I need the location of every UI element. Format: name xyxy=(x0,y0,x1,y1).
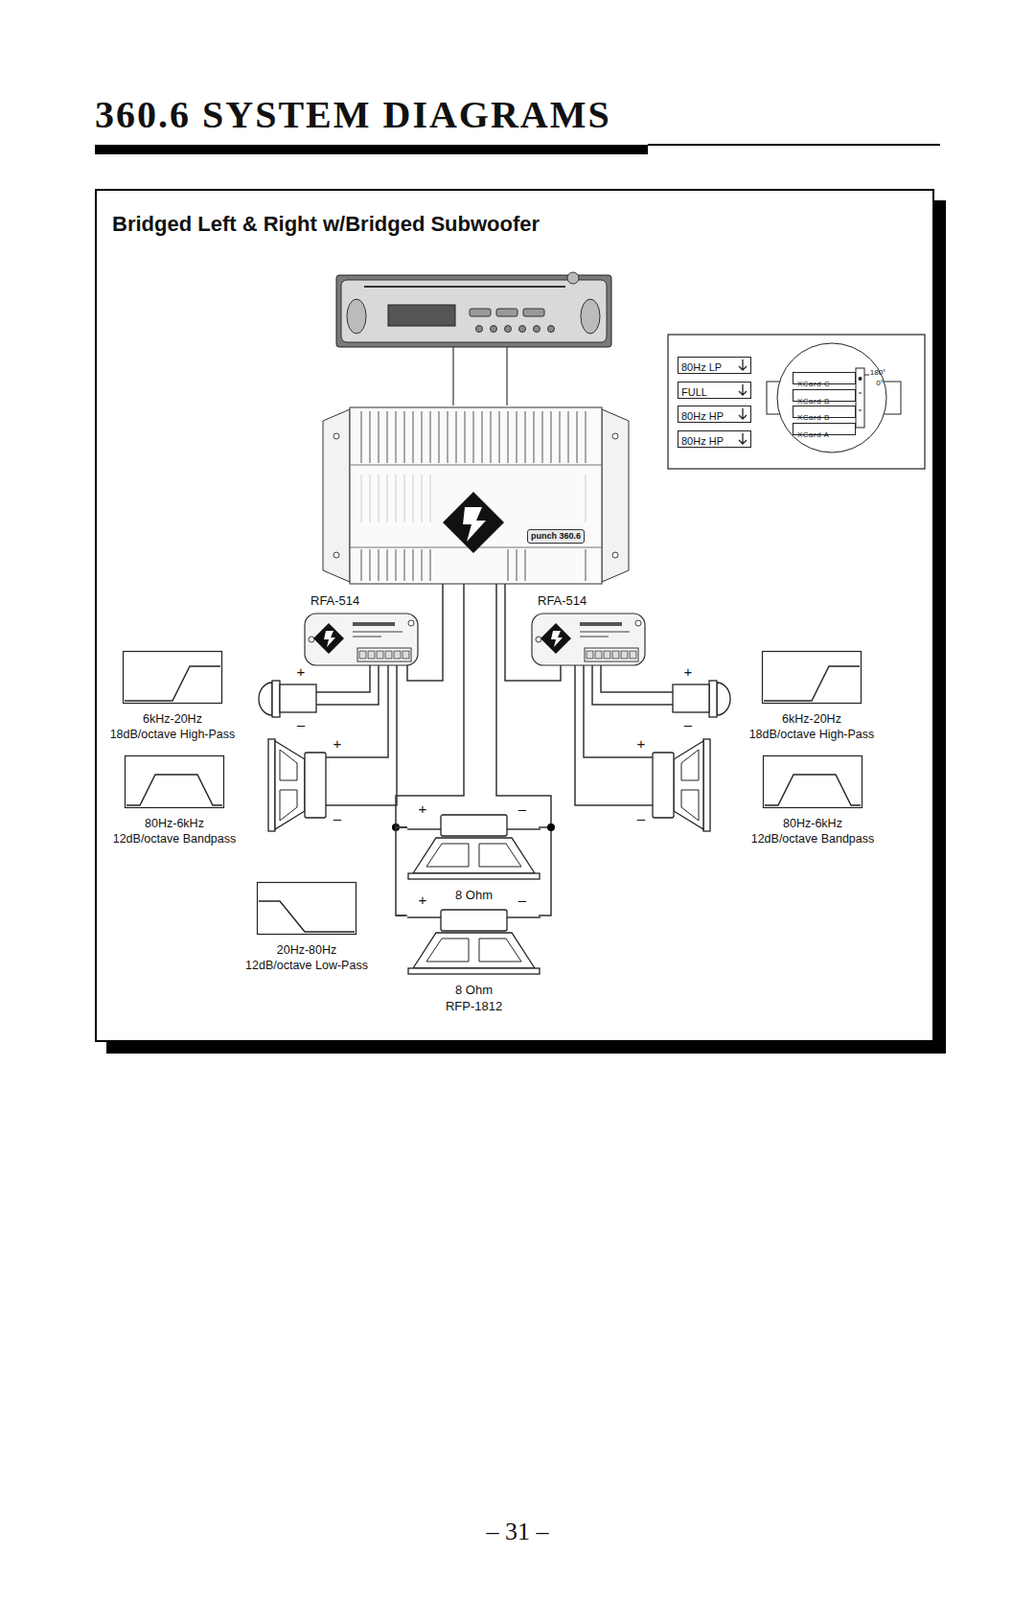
response-graph xyxy=(761,650,862,704)
speaker-wire xyxy=(395,827,408,916)
xcard-slot: XCard C xyxy=(793,378,830,390)
xcard-box: XCard B xyxy=(792,389,856,402)
setting-box: FULL xyxy=(677,381,752,399)
phase-mark: 180° xyxy=(870,368,887,377)
setting-box: 80Hz HP xyxy=(677,430,752,448)
filter-setting: 80Hz LP xyxy=(678,359,722,375)
response-graph xyxy=(124,755,225,808)
diagram-heading: Bridged Left & Right w/Bridged Subwoofer xyxy=(112,211,540,237)
filter-node: 20Hz-80Hz12dB/octave Low-Pass xyxy=(220,881,393,973)
frequency-range: 6kHz-20Hz xyxy=(725,711,898,727)
polarity-mark: + xyxy=(418,801,428,816)
response-curve xyxy=(122,650,223,704)
phase-mark: 0° xyxy=(875,379,884,388)
response-curve xyxy=(761,650,862,704)
down-arrow xyxy=(736,357,749,373)
filter-node: 6kHz-20Hz18dB/octave High-Pass xyxy=(86,650,259,742)
polarity-mark: – xyxy=(518,892,527,907)
setting-box: 80Hz LP xyxy=(677,356,752,374)
crossover-module xyxy=(304,613,418,666)
diagram-frame: Bridged Left & Right w/Bridged Subwoofer… xyxy=(94,188,935,1042)
down-arrow xyxy=(736,382,749,398)
impedance: 8 Ohm xyxy=(407,982,541,998)
polarity-mark: – xyxy=(333,810,342,826)
frequency-range: 80Hz-6kHz xyxy=(726,815,899,831)
signal-wire xyxy=(453,346,507,406)
subwoofer-figure xyxy=(407,909,541,977)
page-title: 360.6 SYSTEM DIAGRAMS xyxy=(94,95,612,135)
tweeter xyxy=(258,680,317,717)
polarity-mark: + xyxy=(297,664,306,679)
response-curve xyxy=(256,881,357,935)
xcard-box: XCard C xyxy=(792,371,856,385)
polarity-mark: + xyxy=(684,664,693,679)
polarity-mark: – xyxy=(297,716,305,732)
filter-slope: 12dB/octave Bandpass xyxy=(88,830,261,847)
title-rule xyxy=(647,143,941,146)
response-curve xyxy=(762,755,863,808)
polarity-mark: – xyxy=(637,810,645,826)
filter-setting: 80Hz HP xyxy=(678,433,724,449)
subwoofer-figure xyxy=(407,814,541,882)
filter-node: 80Hz-6kHz12dB/octave Bandpass xyxy=(726,755,899,847)
settings-panel xyxy=(667,334,925,469)
part-name: RFP-1812 xyxy=(407,998,541,1014)
response-graph xyxy=(762,755,863,808)
filter-slope: 12dB/octave Low-Pass xyxy=(220,957,393,973)
tweeter xyxy=(672,680,731,717)
subwoofer xyxy=(407,814,541,882)
polarity-mark: + xyxy=(333,736,343,751)
midrange-speaker xyxy=(652,738,711,831)
response-graph xyxy=(122,650,223,704)
setting-box: 80Hz HP xyxy=(677,405,752,423)
frequency-range: 6kHz-20Hz xyxy=(86,711,259,727)
subwoofer-node: 8 OhmRFP-1812 xyxy=(407,909,541,1014)
polarity-mark: + xyxy=(637,736,646,751)
speaker-wire xyxy=(316,581,673,916)
xcard-slot: XCard B xyxy=(793,412,830,423)
response-graph xyxy=(256,881,357,935)
page-number: – 31 – xyxy=(486,1518,550,1544)
head-unit xyxy=(336,272,612,347)
title-rule xyxy=(94,144,648,155)
crossover-node: RFA-514 xyxy=(531,613,645,666)
junction-dot xyxy=(547,823,555,831)
model-badge: punch 360.6 xyxy=(527,529,585,544)
down-arrow xyxy=(736,406,749,422)
midrange-speaker xyxy=(268,738,326,831)
polarity-mark: – xyxy=(684,716,692,732)
xcard-box: XCard A xyxy=(792,422,856,436)
filter-slope: 18dB/octave High-Pass xyxy=(725,726,898,742)
xcard-box: XCard B xyxy=(792,405,856,418)
filter-slope: 18dB/octave High-Pass xyxy=(86,726,259,742)
crossover-node: RFA-514 xyxy=(304,613,418,666)
response-curve xyxy=(124,755,225,808)
xcard-slot: XCard A xyxy=(793,429,829,440)
down-arrow xyxy=(736,431,749,447)
filter-setting: FULL xyxy=(678,384,708,400)
part-name: RFA-514 xyxy=(310,593,360,608)
filter-slope: 12dB/octave Bandpass xyxy=(726,830,899,847)
part-name: RFA-514 xyxy=(537,593,587,608)
frequency-range: 20Hz-80Hz xyxy=(220,942,393,958)
filter-node: 80Hz-6kHz12dB/octave Bandpass xyxy=(88,755,261,847)
crossover-module xyxy=(531,613,645,666)
amplifier xyxy=(322,407,629,584)
filter-node: 6kHz-20Hz18dB/octave High-Pass xyxy=(725,650,898,742)
subwoofer xyxy=(407,909,541,977)
filter-setting: 80Hz HP xyxy=(678,408,724,424)
polarity-mark: + xyxy=(418,892,428,907)
frequency-range: 80Hz-6kHz xyxy=(88,815,261,831)
frame-ground xyxy=(94,188,935,1042)
amplifier-node: punch 360.6 xyxy=(322,407,629,584)
polarity-mark: – xyxy=(518,801,527,816)
subwoofer-node: 8 Ohm xyxy=(407,814,541,903)
